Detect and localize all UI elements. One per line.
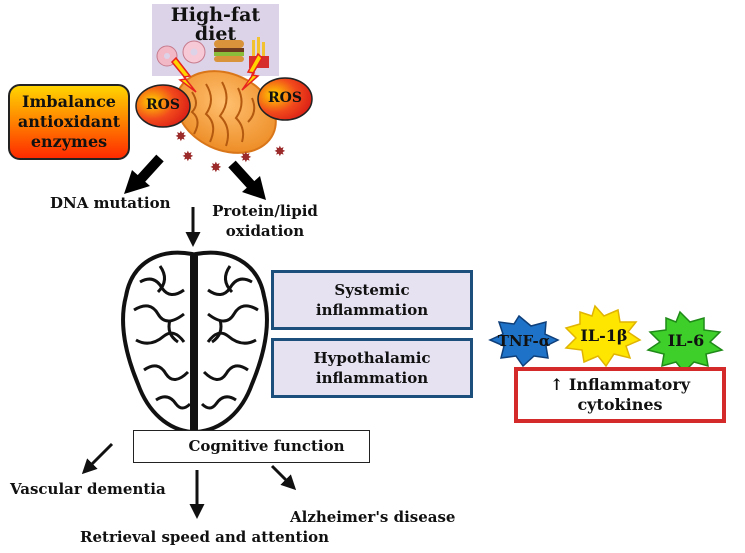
ros-left-icon [135,84,191,128]
ros-right-icon [257,77,313,121]
hypothalamic-line-2: inflammation [315,369,429,387]
systemic-line-1: Systemic [334,281,410,299]
lightning-right-icon [241,52,263,91]
dna-mutation-label: DNA mutation [50,194,171,212]
ros-right-label: ROS [268,90,302,106]
radical-stars-icon: ✸ ✸ ✸ ✸ ✸ [175,129,286,176]
brain-icon [121,250,269,435]
protein-lipid-label: Protein/lipid oxidation [205,201,325,241]
inflammatory-cytokines-box: ↑ Inflammatory cytokines [514,367,726,423]
lightning-left-icon [170,56,197,93]
vascular-dementia-label: Vascular dementia [10,480,166,498]
cytokines-line-2: cytokines [577,395,663,414]
il6-label: IL-6 [667,331,705,350]
imbalance-line-2: antioxidant [17,112,121,131]
alzheimers-disease-label: Alzheimer's disease [290,508,456,526]
cytokines-line-1: ↑ Inflammatory [549,375,691,394]
arrow-to-dna-icon [124,154,164,194]
ros-left-label: ROS [146,97,180,113]
svg-text:✸: ✸ [274,144,286,160]
systemic-inflammation-box: Systemic inflammation [271,270,473,330]
il1-beta-burst [564,304,642,368]
systemic-line-2: inflammation [315,301,429,319]
svg-text:✸: ✸ [210,160,222,176]
protein-line-2: oxidation [225,222,305,240]
retrieval-speed-label: Retrieval speed and attention [80,528,330,546]
imbalance-line-1: Imbalance [22,92,116,111]
svg-text:✸: ✸ [182,149,194,165]
arrow-to-vascular-icon [81,442,114,475]
tnf-alpha-burst [488,314,560,368]
imbalance-line-3: enzymes [30,132,108,151]
arrow-to-alzheimer-icon [270,464,297,491]
arrow-to-protein-icon [228,160,266,200]
imbalance-antioxidant-box: Imbalance antioxidant enzymes [8,84,130,160]
hypothalamic-line-1: Hypothalamic [313,349,431,367]
tnf-alpha-label: TNF-α [497,332,551,350]
protein-line-1: Protein/lipid [212,202,318,220]
cognitive-function-label: Cognitive function [188,437,345,455]
svg-text:✸: ✸ [240,150,252,166]
hypothalamic-inflammation-box: Hypothalamic inflammation [271,338,473,398]
svg-text:✸: ✸ [175,129,187,145]
il1-beta-label: IL-1β [580,326,628,345]
high-fat-diet-label: High-fat diet [170,4,261,45]
cognitive-function-box: Cognitive function [133,430,370,463]
